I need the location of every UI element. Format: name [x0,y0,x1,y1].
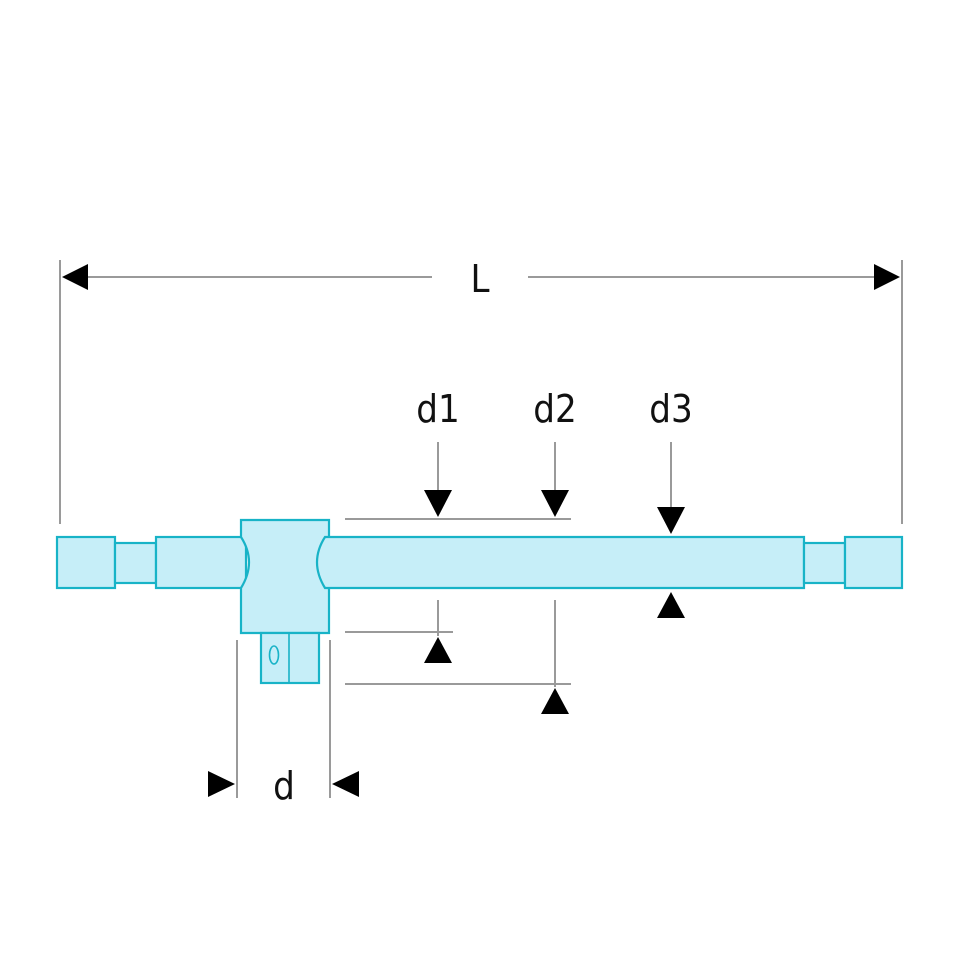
sliding-head [239,518,331,635]
ball-detent-icon [268,645,280,665]
d-arrow-right-side-icon [332,771,359,797]
left-end-cap [55,535,117,590]
right-neck [802,541,847,585]
d1-arrow-down-icon [424,490,452,517]
d1-arrow-up-icon [424,637,452,663]
L-arrow-right-icon [874,264,900,290]
d2-label: d2 [533,387,576,431]
dimension-d: d [208,640,359,808]
d-label: d [273,764,295,808]
dimension-L: L [59,257,903,524]
square-drive [259,631,321,685]
dimension-d1: d1 [345,387,460,663]
t-handle-tool [55,518,904,685]
L-label: L [470,257,489,301]
d3-arrow-up-icon [657,592,685,618]
L-arrow-left-icon [62,264,88,290]
dimension-d3: d3 [649,387,693,618]
d2-arrow-up-icon [541,688,569,714]
main-bar [315,535,806,590]
right-end-cap [843,535,904,590]
d2-arrow-down-icon [541,490,569,517]
d3-label: d3 [649,387,692,431]
d-arrow-left-side-icon [208,771,235,797]
dimension-d2: d2 [345,387,577,714]
d3-arrow-down-icon [657,507,685,534]
left-neck [113,541,158,585]
left-bar-segment [154,535,248,590]
d1-label: d1 [416,387,459,431]
